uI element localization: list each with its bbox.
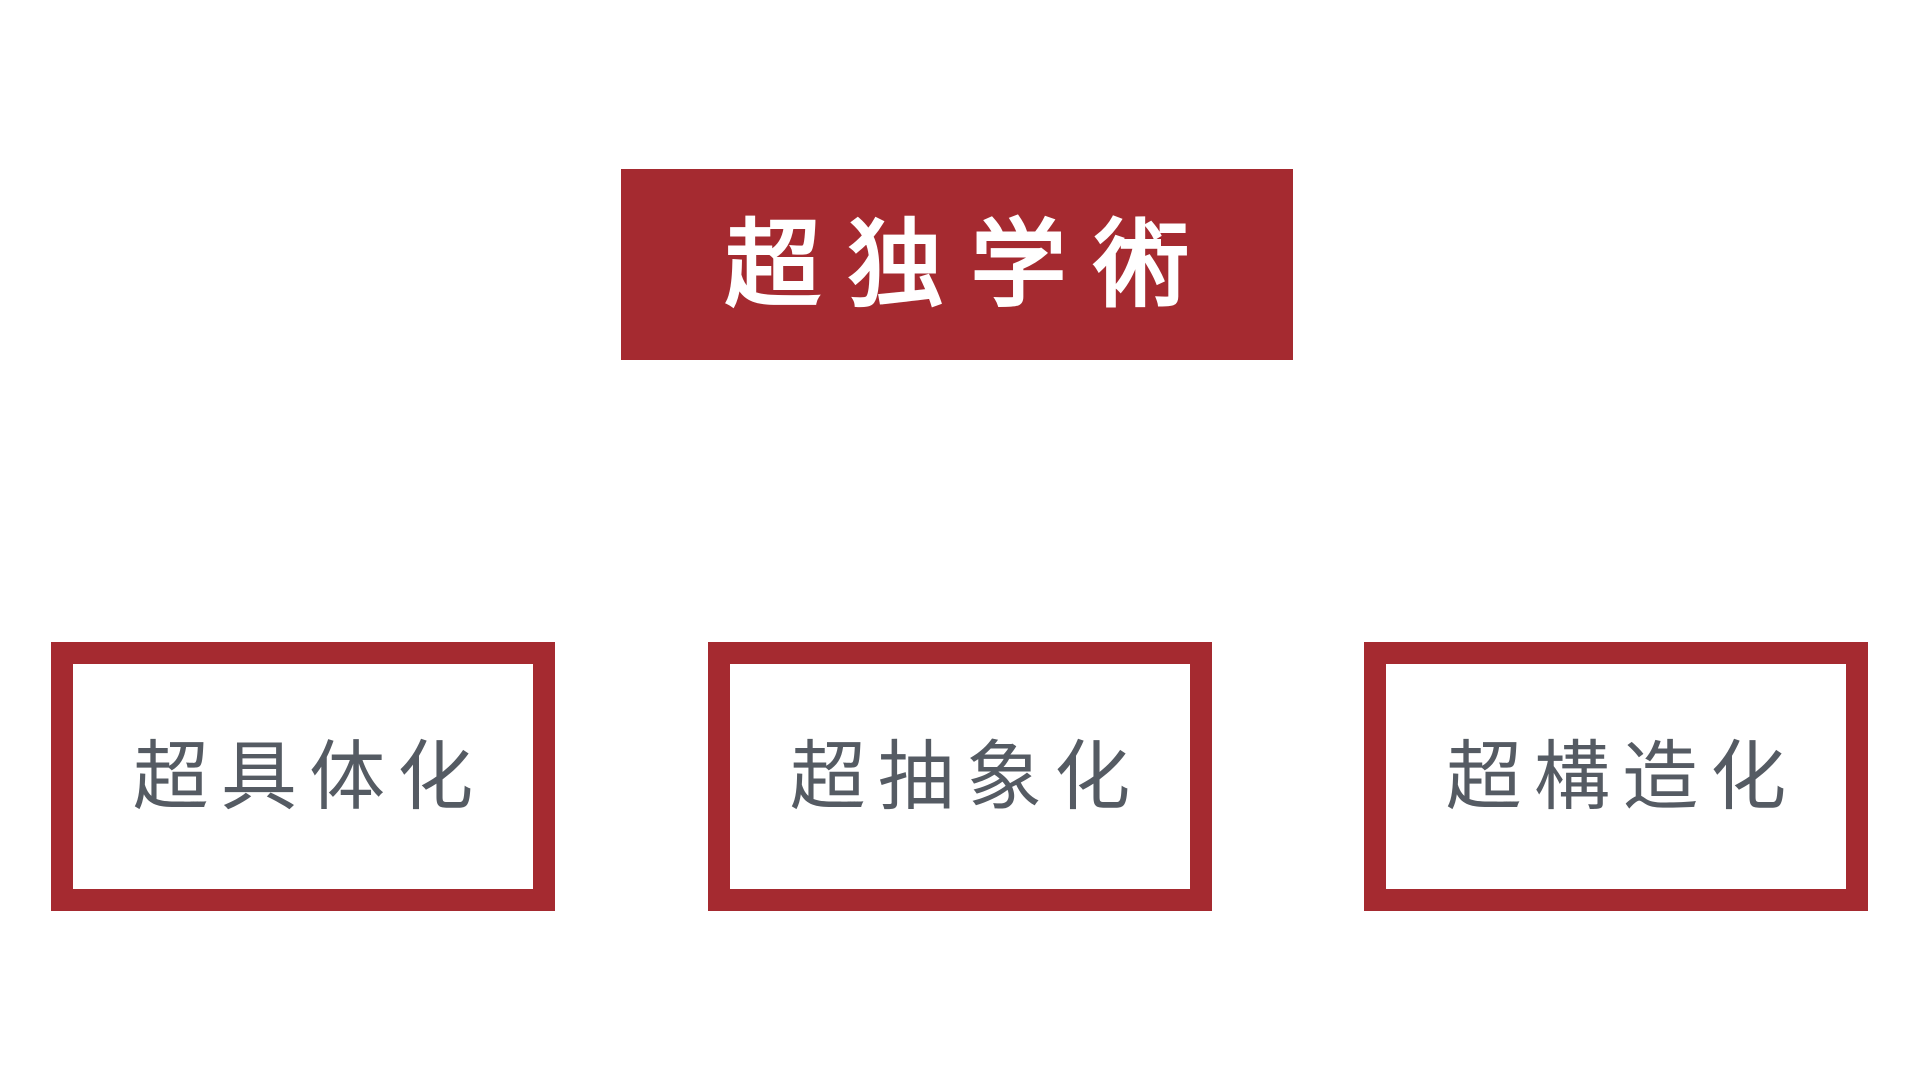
root-node: 超独学術 [621, 169, 1293, 360]
child-node-label: 超抽象化 [789, 731, 1143, 821]
child-node-label: 超構造化 [1445, 731, 1799, 821]
child-node-abstraction: 超抽象化 [708, 642, 1212, 911]
root-node-label: 超独学術 [724, 208, 1217, 321]
child-node-label: 超具体化 [132, 731, 486, 821]
child-node-structuring: 超構造化 [1364, 642, 1868, 911]
child-node-concretization: 超具体化 [51, 642, 555, 911]
